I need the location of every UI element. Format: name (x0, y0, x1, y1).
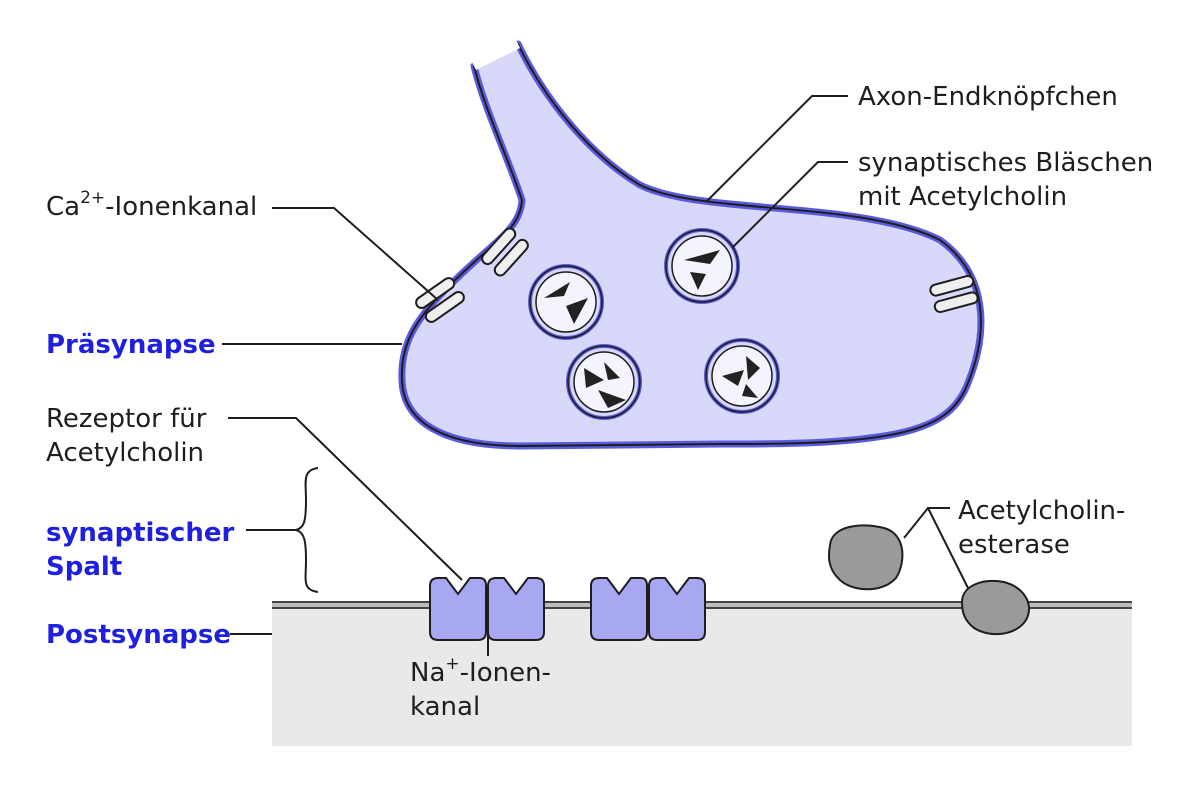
label-esterase-line2: esterase (958, 530, 1070, 560)
ca-superscript: 2+ (80, 188, 106, 209)
label-na-line1: Na+-Ionen- (410, 656, 551, 690)
ca-prefix: Ca (46, 192, 81, 222)
label-vesicle-line1: synaptisches Bläschen (858, 148, 1154, 178)
ca-ion-channel (929, 275, 979, 313)
acetylcholinesterase-bound (960, 580, 1031, 636)
synaptic-vesicle (664, 228, 740, 304)
ca-ion-channel (481, 227, 529, 277)
label-cleft-line2: Spalt (46, 552, 123, 582)
label-esterase-line1: Acetylcholin- (958, 496, 1126, 526)
label-receptor-line1: Rezeptor für (46, 404, 207, 434)
label-postsynapse: Postsynapse (46, 620, 232, 650)
label-synaptic-vesicle: synaptisches Bläschen mit Acetylcholin (858, 146, 1153, 214)
synaptic-vesicle (528, 264, 604, 340)
label-cleft-line1: synaptischer (46, 518, 235, 548)
label-synaptic-cleft: synaptischer Spalt (46, 516, 234, 584)
na-prefix: Na (410, 658, 446, 688)
acetylcholinesterase-free (828, 524, 904, 591)
acetylcholine-receptor (590, 577, 706, 641)
label-receptor-line2: Acetylcholin (46, 438, 205, 468)
label-presynapse: Präsynapse (46, 330, 216, 360)
na-suffix: -Ionen- (459, 658, 551, 688)
label-acetylcholinesterase: Acetylcholin- esterase (958, 494, 1125, 562)
label-vesicle-line2: mit Acetylcholin (858, 182, 1068, 212)
label-na-channel: Na+-Ionen- kanal (410, 656, 551, 724)
acetylcholine-receptor (429, 577, 545, 641)
synaptic-vesicle (566, 344, 642, 420)
label-ca-channel: Ca2+-Ionenkanal (46, 190, 257, 224)
ca-ion-channel (415, 277, 465, 323)
label-na-line2: kanal (410, 692, 481, 722)
na-superscript: + (445, 654, 460, 675)
ca-suffix: -Ionenkanal (105, 192, 258, 222)
cleft-brace (295, 467, 319, 593)
label-receptor: Rezeptor für Acetylcholin (46, 402, 206, 470)
leader-lines (222, 95, 969, 656)
synaptic-vesicle (704, 338, 780, 414)
label-axon-terminal: Axon-Endknöpfchen (858, 82, 1118, 112)
